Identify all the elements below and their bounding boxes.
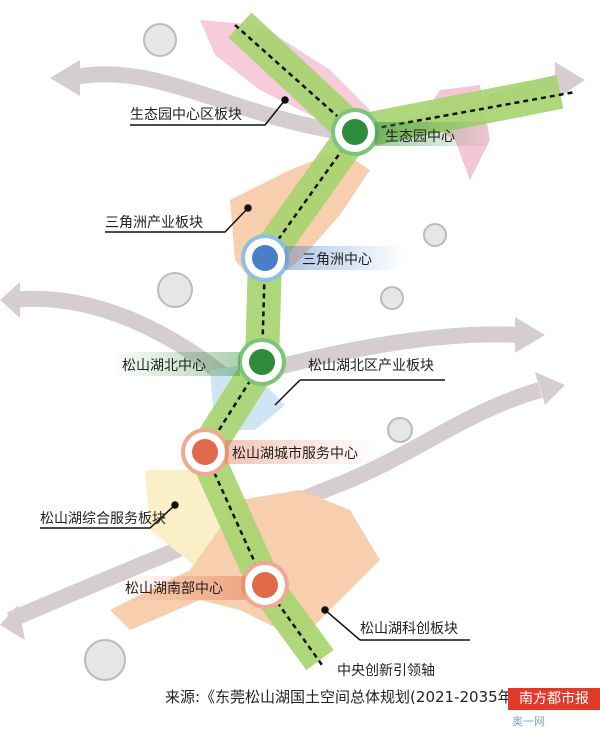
label-delta-center: 三角洲中心 (302, 252, 372, 268)
label-delta-block: 三角洲产业板块 (105, 215, 203, 231)
site-logo: 奥一网 oeeee.com (512, 715, 573, 733)
gray-nodes (84, 23, 447, 681)
label-axis: 中央创新引领轴 (337, 663, 435, 679)
arrow-heads (0, 60, 585, 640)
leader-lines (40, 96, 470, 641)
central-axis-line (203, 24, 576, 666)
label-north-block: 松山湖北区产业板块 (308, 358, 434, 374)
label-north-center: 松山湖北中心 (122, 358, 206, 374)
label-ecopark-center: 生态园中心 (385, 129, 455, 145)
label-ecopark-block: 生态园中心区板块 (130, 107, 242, 123)
newspaper-logo: 南方都市报 (508, 688, 600, 710)
corridor-arrow-3 (6, 382, 543, 628)
label-tech-block: 松山湖科创板块 (360, 621, 458, 637)
label-service-block: 松山湖综合服务板块 (40, 511, 166, 527)
label-south-center: 松山湖南部中心 (125, 581, 223, 597)
label-city-service-center: 松山湖城市服务中心 (232, 446, 358, 462)
source-caption: 来源:《东莞松山湖国土空间总体规划(2021-2035年 (165, 688, 513, 706)
center-nodes (181, 108, 379, 609)
